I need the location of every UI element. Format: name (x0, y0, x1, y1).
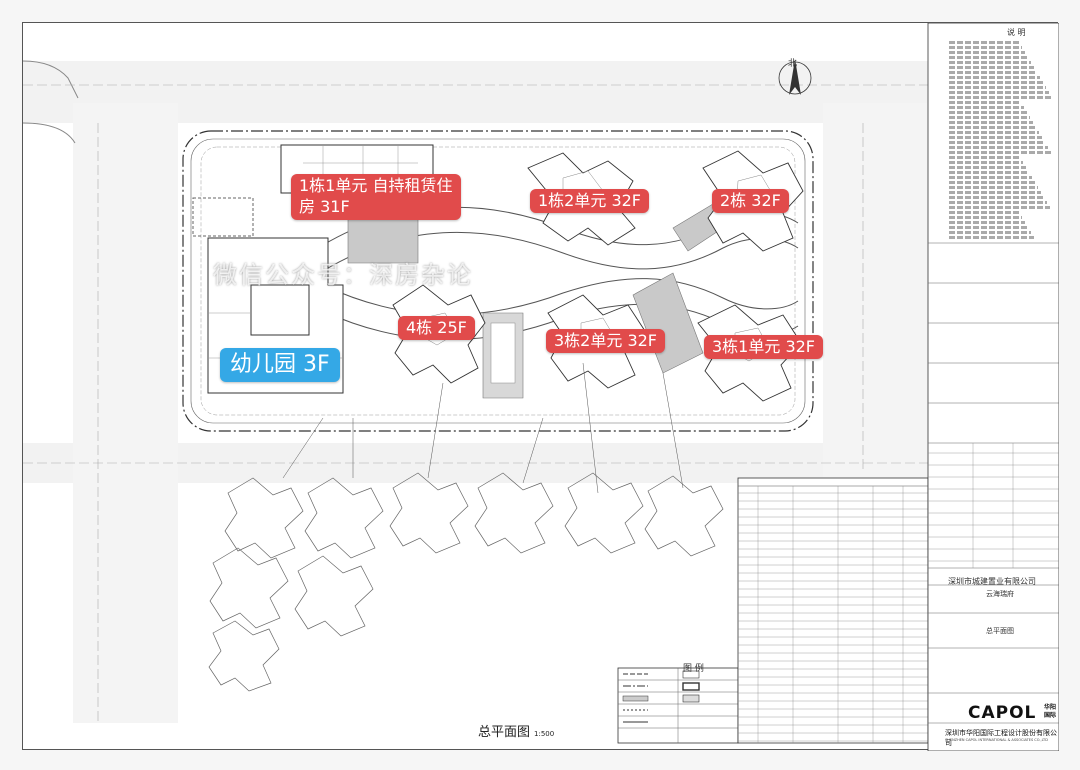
statistics-table (737, 477, 929, 744)
project-name: 云海瑞府 (986, 590, 1014, 598)
note-line (949, 211, 1019, 214)
statistics-table-grid (738, 486, 928, 743)
site-boundary (182, 130, 814, 432)
note-line (949, 61, 1031, 64)
firm-name: 深圳市华阳国际工程设计股份有限公司 (945, 729, 1057, 747)
note-line (949, 91, 1049, 94)
label-building-3-unit-1: 3栋1单元 32F (704, 335, 824, 359)
note-line (949, 116, 1030, 119)
north-label: 北 (788, 59, 798, 69)
firm-name-en: SHENZHEN CAPOL INTERNATIONAL & ASSOCIATE… (945, 738, 1048, 742)
title-block-grid (928, 443, 1059, 568)
site-plan-drawing (23, 23, 1059, 751)
north-arrow-icon (778, 59, 812, 95)
note-line (949, 196, 1044, 199)
pool (490, 322, 516, 384)
note-line (949, 216, 1022, 219)
leader-lines (282, 362, 684, 494)
label-building-4: 4栋 25F (398, 316, 475, 340)
label-kindergarten: 幼儿园 3F (220, 348, 340, 382)
note-line (949, 166, 1026, 169)
note-line (949, 176, 1032, 179)
client-name: 深圳市城建置业有限公司 (948, 577, 1036, 586)
east-road (823, 103, 928, 483)
plan-title-text: 总平面图 (478, 725, 531, 740)
site-inner-line (190, 138, 806, 424)
note-line (949, 136, 1042, 139)
drawing-sheet: 微信公众号：深房杂论 1栋1单元 自持租赁住房 31F 1栋2单元 32F 2栋… (22, 22, 1059, 751)
watermark: 微信公众号：深房杂论 (213, 261, 473, 289)
note-line (949, 76, 1040, 79)
label-building-1-unit-2: 1栋2单元 32F (530, 189, 650, 213)
plaza-hatch-3 (632, 272, 704, 374)
note-line (949, 161, 1023, 164)
label-building-1: 1栋1单元 自持租赁住房 31F (291, 174, 461, 220)
note-line (949, 131, 1039, 134)
label-building-2: 2栋 32F (712, 189, 789, 213)
note-line (949, 126, 1036, 129)
fire-lane (200, 146, 796, 416)
legend-box (617, 667, 739, 744)
note-line (949, 206, 1050, 209)
note-line (949, 101, 1021, 104)
note-line (949, 141, 1045, 144)
note-line (949, 51, 1025, 54)
road-curve-nw (23, 60, 79, 144)
note-line (949, 151, 1051, 154)
note-line (949, 56, 1028, 59)
drawing-title: 总平面图 (986, 627, 1014, 635)
label-building-3-unit-2: 3栋2单元 32F (546, 329, 666, 353)
note-line (949, 41, 1019, 44)
note-line (949, 86, 1046, 89)
note-line (949, 46, 1022, 49)
note-line (949, 106, 1024, 109)
note-line (949, 186, 1038, 189)
note-line (949, 156, 1020, 159)
note-line (949, 171, 1029, 174)
neighbour-towers (208, 472, 724, 692)
note-line (949, 66, 1034, 69)
note-line (949, 181, 1035, 184)
note-line (949, 71, 1037, 74)
firm-logo-cn: 华阳国际 (1044, 704, 1057, 719)
note-line (949, 111, 1027, 114)
notes-title: 说 明 (1007, 28, 1026, 37)
plan-scale: 1:500 (534, 730, 555, 738)
firm-logo: CAPOL (968, 703, 1037, 723)
note-line (949, 96, 1052, 99)
legend-title: 图 例 (683, 664, 704, 674)
note-line (949, 191, 1041, 194)
note-line (949, 221, 1025, 224)
note-line (949, 201, 1047, 204)
west-road (73, 103, 178, 723)
note-line (949, 121, 1033, 124)
note-line (949, 236, 1034, 239)
note-line (949, 146, 1048, 149)
note-line (949, 226, 1028, 229)
note-line (949, 231, 1031, 234)
note-line (949, 81, 1043, 84)
title-block (927, 23, 1059, 751)
